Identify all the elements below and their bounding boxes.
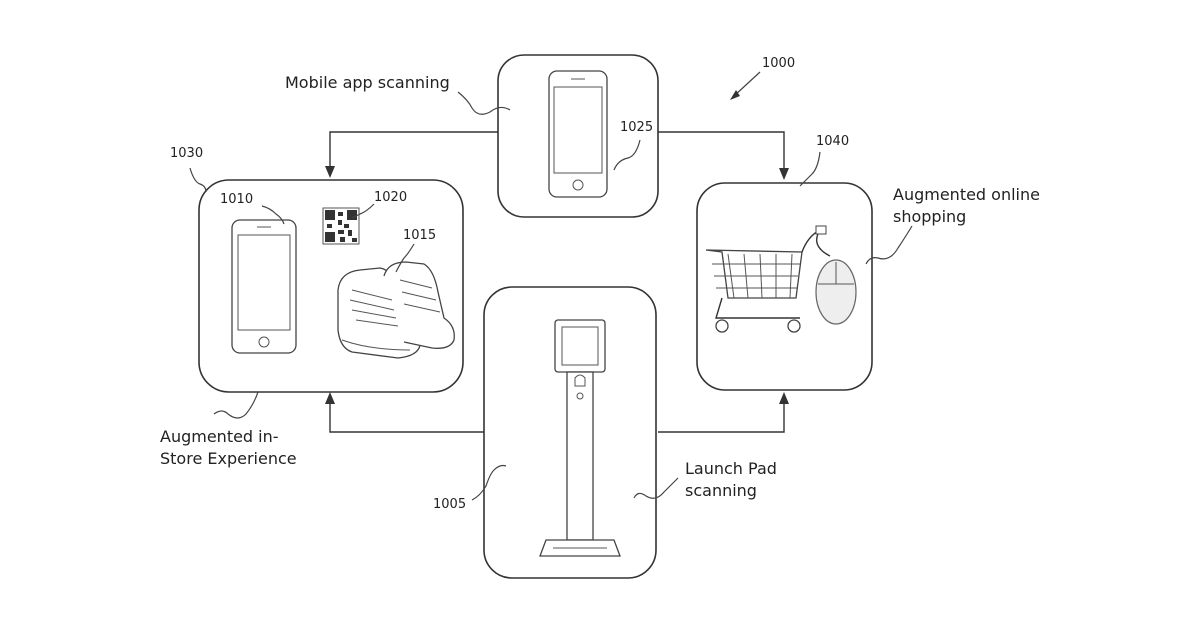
arrowhead-online-top bbox=[779, 168, 789, 180]
ref-1040: 1040 bbox=[816, 134, 849, 149]
smartphone-icon bbox=[549, 71, 607, 197]
label-augmented-in-store-line1: Augmented in- bbox=[160, 426, 297, 448]
ref-1015: 1015 bbox=[403, 228, 436, 243]
label-augmented-in-store: Augmented in- Store Experience bbox=[160, 426, 297, 470]
label-augmented-in-store-line2: Store Experience bbox=[160, 448, 297, 470]
label-augmented-online: Augmented online shopping bbox=[893, 184, 1040, 228]
connector-launchpad-to-online bbox=[658, 402, 784, 432]
label-augmented-online-line2: shopping bbox=[893, 206, 1040, 228]
connector-mobile-to-online bbox=[658, 132, 784, 172]
arrowhead-instore-bottom bbox=[325, 392, 335, 404]
connector-mobile-to-instore bbox=[330, 132, 498, 170]
label-launch-pad: Launch Pad scanning bbox=[685, 458, 777, 502]
label-mobile-app-scanning: Mobile app scanning bbox=[285, 72, 450, 94]
leader-1000-arrow bbox=[734, 72, 760, 96]
qr-code-icon bbox=[323, 208, 359, 244]
ref-1010: 1010 bbox=[220, 192, 253, 207]
arrowhead-online-bottom bbox=[779, 392, 789, 404]
ref-1005: 1005 bbox=[433, 497, 466, 512]
ref-1025: 1025 bbox=[620, 120, 653, 135]
ref-1000: 1000 bbox=[762, 56, 795, 71]
label-augmented-online-line1: Augmented online bbox=[893, 184, 1040, 206]
smartphone-icon bbox=[232, 220, 296, 353]
leader-online bbox=[866, 226, 912, 264]
label-launch-pad-line1: Launch Pad bbox=[685, 458, 777, 480]
connector-launchpad-to-instore bbox=[330, 402, 484, 432]
arrowhead-instore-top bbox=[325, 166, 335, 178]
leader-in-store bbox=[214, 392, 258, 418]
label-launch-pad-line2: scanning bbox=[685, 480, 777, 502]
leader-1040 bbox=[800, 152, 820, 186]
leader-1030 bbox=[190, 168, 206, 192]
ref-1030: 1030 bbox=[170, 146, 203, 161]
ref-1020: 1020 bbox=[374, 190, 407, 205]
